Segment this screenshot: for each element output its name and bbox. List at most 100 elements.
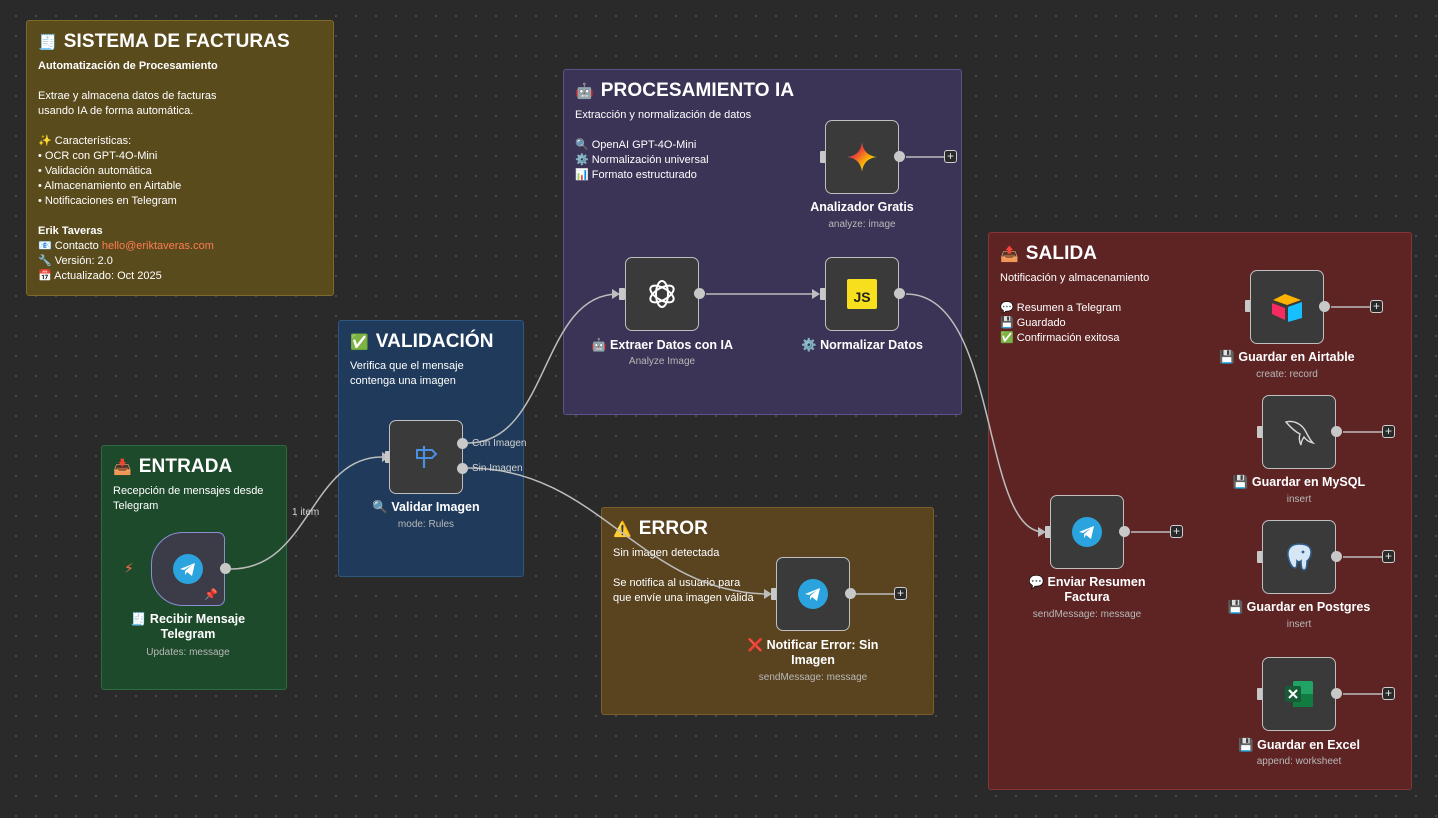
input-handle[interactable]: [1257, 551, 1263, 563]
note-subtitle: Notificación y almacenamiento: [1000, 272, 1150, 284]
node-guardar-mysql[interactable]: [1262, 395, 1336, 469]
airtable-icon: [1272, 294, 1302, 322]
feature-item: • Notificaciones en Telegram: [38, 195, 177, 207]
node-sub: append: worksheet: [1256, 756, 1342, 767]
output-handle[interactable]: [1331, 426, 1342, 437]
note-title: ✅VALIDACIÓN: [350, 331, 494, 352]
openai-icon: [649, 280, 675, 308]
note-desc: Verifica que el mensaje: [350, 360, 464, 372]
input-handle[interactable]: [1045, 526, 1051, 538]
output-handle[interactable]: [1319, 301, 1330, 312]
add-node-button[interactable]: +: [1370, 300, 1383, 313]
sal-item: 💾 Guardado: [1000, 317, 1066, 329]
output-handle[interactable]: [1331, 688, 1342, 699]
add-node-button[interactable]: +: [1170, 525, 1183, 538]
output-handle[interactable]: [894, 288, 905, 299]
output-handle[interactable]: [1331, 551, 1342, 562]
node-recibir-mensaje[interactable]: 📌: [151, 532, 225, 606]
input-handle[interactable]: [771, 588, 777, 600]
note-desc: contenga una imagen: [350, 375, 456, 387]
add-node-button[interactable]: +: [1382, 550, 1395, 563]
node-sub: analyze: image: [828, 219, 896, 230]
note-desc: Recepción de mensajes desde: [113, 485, 264, 497]
arrow-head: [1038, 527, 1046, 537]
node-label: 🤖 Extraer Datos con IA: [591, 338, 733, 352]
node-label: 💾 Guardar en Excel: [1238, 738, 1360, 752]
proc-item: ⚙️ Normalización universal: [575, 154, 709, 166]
note-desc: Sin imagen detectada: [613, 547, 720, 559]
node-sub: Analyze Image: [628, 356, 696, 367]
note-title: 📤SALIDA: [1000, 243, 1098, 264]
output-handle[interactable]: [894, 151, 905, 162]
input-handle[interactable]: [385, 451, 391, 463]
output-handle-sin-imagen[interactable]: [457, 463, 468, 474]
outbox-icon: 📤: [1000, 245, 1019, 263]
input-handle[interactable]: [1257, 688, 1263, 700]
node-notificar-error[interactable]: [776, 557, 850, 631]
node-normalizar-datos[interactable]: JS: [825, 257, 899, 331]
output-handle[interactable]: [1119, 526, 1130, 537]
note-title: 🤖PROCESAMIENTO IA: [575, 80, 795, 101]
feature-item: • Almacenamiento en Airtable: [38, 180, 182, 192]
feature-item: • OCR con GPT-4O-Mini: [38, 150, 158, 162]
input-handle[interactable]: [1245, 300, 1251, 312]
output-handle[interactable]: [694, 288, 705, 299]
add-node-button[interactable]: +: [944, 150, 957, 163]
node-sub: sendMessage: message: [758, 672, 868, 683]
mysql-dolphin-icon: [1284, 420, 1316, 446]
receipt-icon: 🧾: [38, 33, 57, 51]
sal-item: ✅ Confirmación exitosa: [1000, 332, 1120, 344]
proc-item: 🔍 OpenAI GPT-4O-Mini: [575, 139, 697, 151]
node-extraer-datos[interactable]: [625, 257, 699, 331]
features-title: ✨ Características:: [38, 135, 132, 147]
node-label: 🧾 Recibir Mensaje Telegram: [130, 612, 246, 641]
telegram-icon: [173, 554, 203, 584]
svg-text:JS: JS: [853, 289, 870, 305]
excel-icon: [1285, 681, 1313, 707]
version-line: 🔧 Versión: 2.0: [38, 255, 113, 267]
contact-email-link[interactable]: hello@eriktaveras.com: [101, 240, 214, 252]
node-sub: insert: [1286, 619, 1312, 630]
sal-item: 💬 Resumen a Telegram: [1000, 302, 1122, 314]
node-label: 💾 Guardar en Postgres: [1227, 600, 1371, 614]
node-guardar-postgres[interactable]: [1262, 520, 1336, 594]
input-handle[interactable]: [1257, 426, 1263, 438]
node-label: 💾 Guardar en MySQL: [1232, 475, 1366, 489]
note-sistema-facturas[interactable]: 🧾SISTEMA DE FACTURAS Automatización de P…: [26, 20, 334, 296]
node-enviar-resumen[interactable]: [1050, 495, 1124, 569]
output-handle-con-imagen[interactable]: [457, 438, 468, 449]
node-label: ❌ Notificar Error: Sin Imagen: [747, 638, 879, 667]
feature-item: • Validación automática: [38, 165, 152, 177]
node-sub: insert: [1286, 494, 1312, 505]
edge-validar-notificar: [467, 467, 771, 595]
add-node-button[interactable]: +: [1382, 687, 1395, 700]
input-handle[interactable]: [820, 288, 826, 300]
node-analizador-gratis[interactable]: [825, 120, 899, 194]
add-node-button[interactable]: +: [894, 587, 907, 600]
note-subtitle: Automatización de Procesamiento: [38, 60, 218, 72]
note-desc: Telegram: [113, 500, 159, 512]
edge-validar-extraer: [467, 293, 619, 444]
note-desc: Se notifica al usuario para: [613, 577, 741, 589]
node-validar-imagen[interactable]: [389, 420, 463, 494]
input-handle[interactable]: [820, 151, 826, 163]
note-desc: que envíe una imagen válida: [613, 592, 754, 604]
node-label: 🔍 Validar Imagen: [372, 500, 480, 514]
note-desc: Extrae y almacena datos de facturas: [38, 90, 217, 102]
output-handle[interactable]: [220, 563, 231, 574]
note-desc: usando IA de forma automática.: [38, 105, 194, 117]
add-node-button[interactable]: +: [1382, 425, 1395, 438]
input-handle[interactable]: [619, 288, 625, 300]
node-guardar-excel[interactable]: [1262, 657, 1336, 731]
node-label: ⚙️ Normalizar Datos: [801, 338, 923, 352]
node-label: 💬 Enviar Resumen Factura: [1028, 575, 1146, 604]
output-handle[interactable]: [845, 588, 856, 599]
edge-label-sin-imagen: Sin Imagen: [472, 463, 523, 474]
warning-icon: ⚠️: [613, 520, 632, 538]
node-guardar-airtable[interactable]: [1250, 270, 1324, 344]
node-label: 💾 Guardar en Airtable: [1219, 350, 1355, 364]
node-sub: sendMessage: message: [1032, 609, 1142, 620]
node-sub: mode: Rules: [397, 519, 455, 530]
note-error[interactable]: ⚠️ERROR Sin imagen detectada Se notifica…: [601, 507, 934, 715]
